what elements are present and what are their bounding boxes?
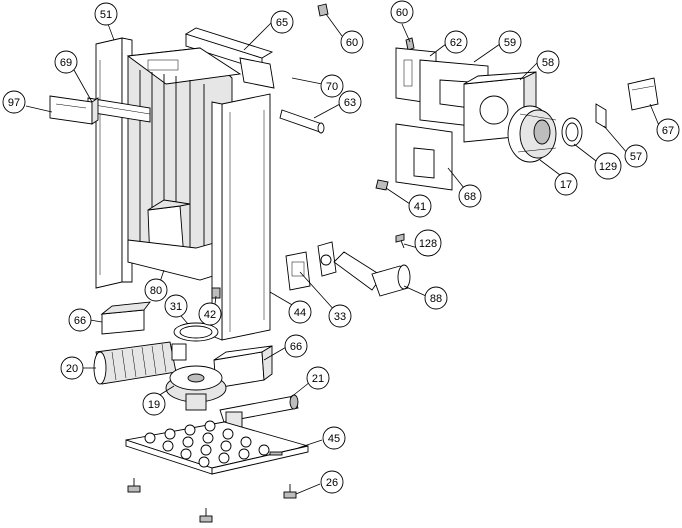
callout-label: 26 [326, 477, 338, 489]
base-plate-45 [125, 420, 309, 475]
callout-label: 69 [60, 57, 72, 69]
callout-label: 60 [346, 37, 358, 49]
bracket-66-left [100, 301, 151, 335]
leveling-feet-26 [127, 478, 297, 523]
callout-label: 44 [294, 307, 306, 319]
callout-97: 97 [2, 90, 26, 114]
callout-44: 44 [288, 300, 312, 324]
combustion-fan-assembly [375, 37, 659, 191]
callout-17: 17 [554, 172, 578, 196]
callout-19: 19 [142, 392, 166, 416]
callout-66-right: 66 [284, 334, 308, 358]
callout-59: 59 [498, 30, 522, 54]
callout-label: 17 [560, 179, 572, 191]
callout-42: 42 [198, 302, 222, 326]
callout-51: 51 [94, 2, 118, 26]
callout-63: 63 [338, 90, 362, 114]
callout-label: 20 [66, 363, 78, 375]
callout-label: 31 [170, 301, 182, 313]
callout-129: 129 [594, 152, 622, 180]
callout-label: 45 [328, 433, 340, 445]
callout-62: 62 [444, 30, 468, 54]
duct-66-right [213, 345, 273, 389]
rod-63 [279, 109, 325, 134]
plate-33 [285, 251, 311, 291]
callout-31: 31 [164, 294, 188, 318]
callout-57: 57 [624, 144, 648, 168]
callout-58: 58 [536, 50, 560, 74]
callout-label: 62 [450, 37, 462, 49]
callout-69: 69 [54, 50, 78, 74]
callout-41: 41 [408, 194, 432, 218]
callout-label: 41 [414, 201, 426, 213]
callout-label: 42 [204, 309, 216, 321]
callout-label: 21 [312, 373, 324, 385]
callout-label: 59 [504, 37, 516, 49]
callout-128: 128 [414, 229, 442, 257]
callout-33: 33 [328, 304, 352, 328]
callout-label: 58 [542, 57, 554, 69]
callout-label: 57 [630, 151, 642, 163]
callout-60: 60 [340, 30, 364, 54]
callout-label: 66 [290, 341, 302, 353]
callout-label: 63 [344, 97, 356, 109]
callout-label: 70 [326, 81, 338, 93]
callout-label: 33 [334, 311, 346, 323]
callout-label: 67 [662, 125, 674, 137]
leader-lines [25, 13, 661, 495]
callout-label: 60 [396, 7, 408, 19]
callout-label: 65 [276, 17, 288, 29]
bracket-97 [49, 95, 99, 125]
callout-45: 45 [322, 426, 346, 450]
callout-label: 51 [100, 9, 112, 21]
callout-65: 65 [270, 10, 294, 34]
callout-label: 19 [148, 399, 160, 411]
callout-label: 68 [464, 191, 476, 203]
bracket-60-top [317, 3, 329, 17]
callout-label: 97 [8, 97, 20, 109]
callout-label: 66 [74, 315, 86, 327]
callout-80: 80 [144, 278, 168, 302]
blower-20 [93, 341, 187, 385]
fan-19 [165, 365, 227, 411]
flue-pipe-88 [317, 241, 411, 297]
screw-128 [395, 233, 405, 249]
stove-body-assembly [87, 27, 275, 341]
callout-20: 20 [60, 356, 84, 380]
igniter-21 [219, 394, 299, 429]
callout-67: 67 [656, 118, 680, 142]
callout-label: 128 [419, 238, 437, 250]
callout-68: 68 [458, 184, 482, 208]
gasket-ring-31 [173, 322, 219, 342]
callout-26: 26 [320, 470, 344, 494]
callout-66-left: 66 [68, 308, 92, 332]
callout-88: 88 [424, 286, 448, 310]
callout-label: 129 [599, 161, 617, 173]
callout-21: 21 [306, 366, 330, 390]
callout-60-right: 60 [390, 0, 414, 24]
callout-label: 80 [150, 285, 162, 297]
callout-70: 70 [320, 74, 344, 98]
callout-label: 88 [430, 293, 442, 305]
